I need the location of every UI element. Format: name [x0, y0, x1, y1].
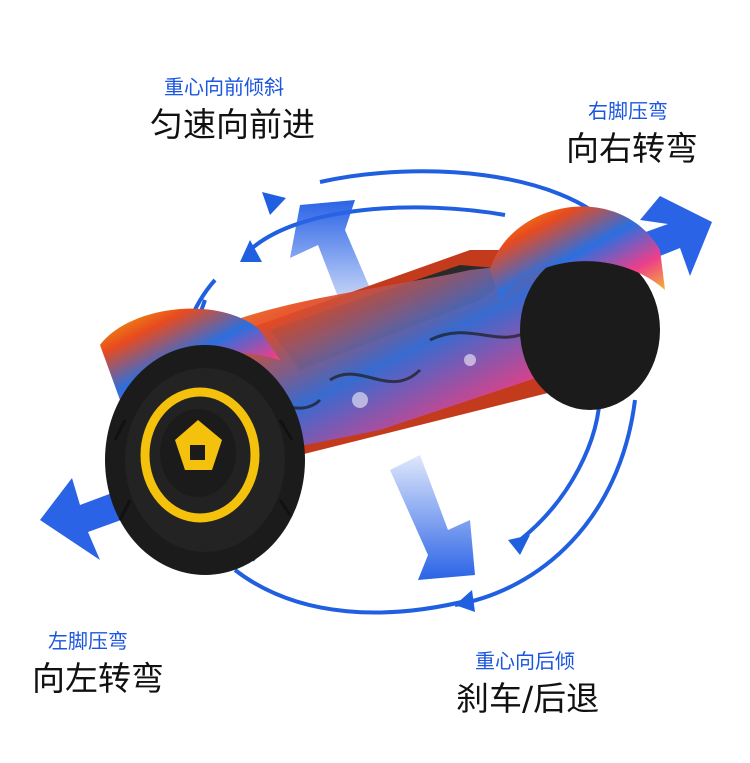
left-turn-title: 向左转弯 — [32, 659, 164, 698]
left-turn-hint: 左脚压弯 — [48, 629, 128, 653]
backward-arrow-icon — [390, 455, 475, 580]
left-wheel — [100, 308, 305, 575]
backward-title: 刹车/后退 — [456, 679, 600, 718]
right-wheel — [490, 206, 665, 410]
right-turn-hint: 右脚压弯 — [588, 99, 668, 123]
right-turn-title: 向右转弯 — [566, 129, 698, 168]
forward-title: 匀速向前进 — [150, 105, 315, 144]
backward-hint: 重心向后倾 — [475, 649, 575, 673]
forward-arrow-icon — [290, 200, 375, 315]
forward-hint: 重心向前倾斜 — [164, 75, 284, 99]
